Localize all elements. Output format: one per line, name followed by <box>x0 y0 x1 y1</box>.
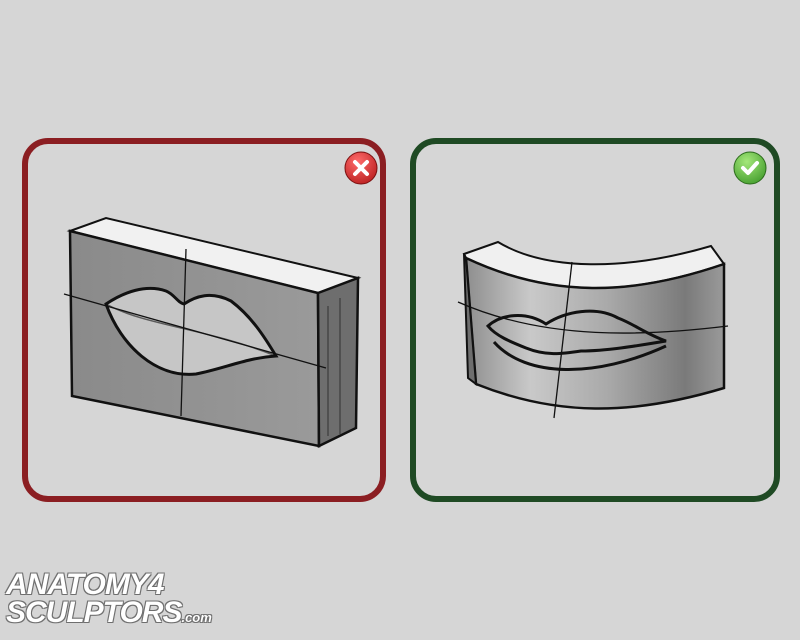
logo-line-2: SCULPTORS.com <box>6 598 212 628</box>
logo-suffix: .com <box>181 610 212 625</box>
logo-line-2-text: SCULPTORS <box>6 596 182 629</box>
incorrect-example-panel <box>22 138 386 502</box>
site-logo: ANATOMY4 SCULPTORS.com <box>6 570 212 628</box>
curved-block-lips-drawing <box>457 240 729 419</box>
correct-example-panel <box>410 138 780 502</box>
check-circle-icon <box>733 151 767 185</box>
flat-block-lips-drawing <box>63 216 362 448</box>
x-circle-icon <box>344 151 378 185</box>
logo-line-1: ANATOMY4 <box>6 568 165 601</box>
